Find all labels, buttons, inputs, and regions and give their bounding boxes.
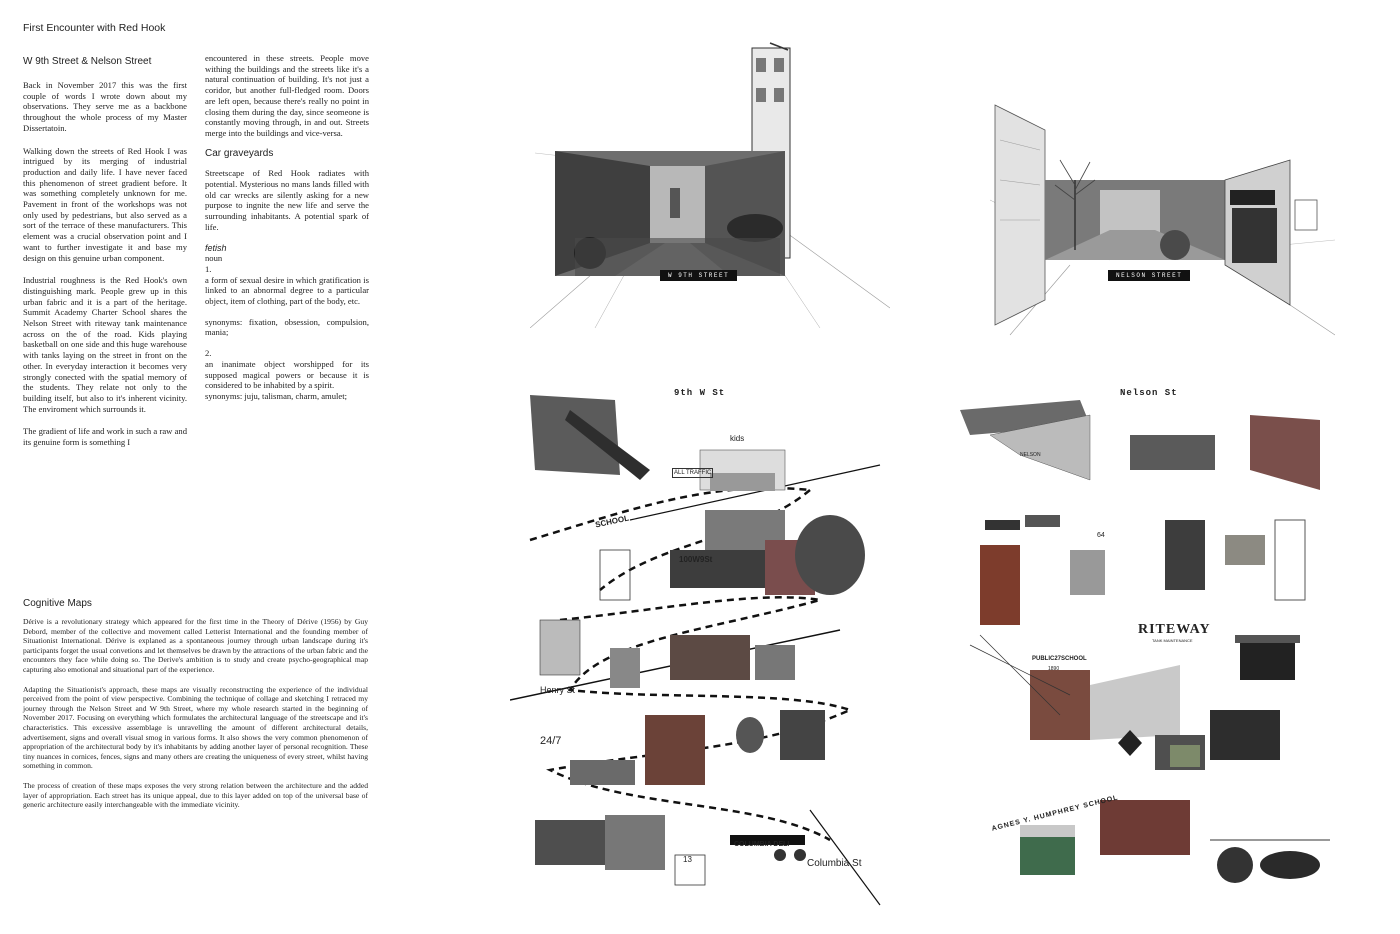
paragraph: Walking down the streets of Red Hook I w… [23,145,187,263]
definition-number: 1. [205,263,212,274]
cognitive-map-w9th [510,395,881,906]
riteway-sign: RITEWAY [1138,622,1211,637]
paragraph: Industrial roughness is the Red Hook's o… [23,275,187,414]
kids-billboard-label: kids [730,434,745,443]
paragraph: The gradient of life and work in such a … [23,426,187,448]
definition-word: fetish [205,242,227,253]
definition-text: a form of sexual desire in which gratifi… [205,274,369,307]
paragraph: Streetscape of Red Hook radiates with po… [205,168,369,232]
henry-street-label: Henry St [540,685,576,695]
address-100-w9-label: 100W9St [679,555,713,564]
text-column-1: Back in November 2017 this was the first… [23,80,187,460]
number-thirteen-label: 13 [683,855,692,864]
public-school-year: 1890 [1048,666,1060,672]
definition-pos: noun [205,253,223,264]
cognitive-maps-heading: Cognitive Maps [23,598,92,609]
car-graveyards-heading: Car graveyards [205,147,274,159]
cognitive-map-nelson [960,400,1330,883]
w9th-street-caption: W 9TH STREET [660,270,738,281]
definition-synonyms: synonyms: fixation, obsession, compulsio… [205,316,369,338]
w9th-street-perspective [530,42,890,328]
columbia-street-label: Columbia St [807,858,862,869]
text-column-2: encountered in these streets. People mov… [205,53,369,402]
nelson-street-sign: NELSON [1020,452,1041,458]
paragraph: Dérive is a revolutionary strategy which… [23,617,368,674]
definition-text: an inanimate object worshipped for its s… [205,358,369,391]
cognitive-maps-text: Dérive is a revolutionary strategy which… [23,617,368,820]
twenty-four-seven-label: 24/7 [540,735,562,747]
nelson-street-perspective [990,104,1335,336]
section-subtitle: W 9th Street & Nelson Street [23,56,152,67]
paragraph: Back in November 2017 this was the first… [23,80,187,133]
nelson-street-caption: NELSON STREET [1108,270,1191,281]
page-title: First Encounter with Red Hook [23,22,166,34]
all-traffic-sign: ALL TRAFFIC [672,468,714,478]
paragraph: The process of creation of these maps ex… [23,780,368,810]
definition-synonyms: synonyms: juju, talisman, charm, amulet; [205,390,348,401]
public-school-sign: PUBLIC27SCHOOL [1032,656,1087,662]
paragraph: encountered in these streets. People mov… [205,53,369,138]
paragraph: Adapting the Situationist's approach, th… [23,684,368,771]
columbia-deli-label: COLUMBIA DELI [734,841,790,848]
definition-number: 2. [205,348,212,359]
map1-title: 9th W St [674,388,726,398]
map2-title: Nelson St [1120,388,1178,398]
number-sixty-four: 64 [1097,532,1105,539]
riteway-subtitle: TANK MAINTENANCE [1152,638,1193,643]
